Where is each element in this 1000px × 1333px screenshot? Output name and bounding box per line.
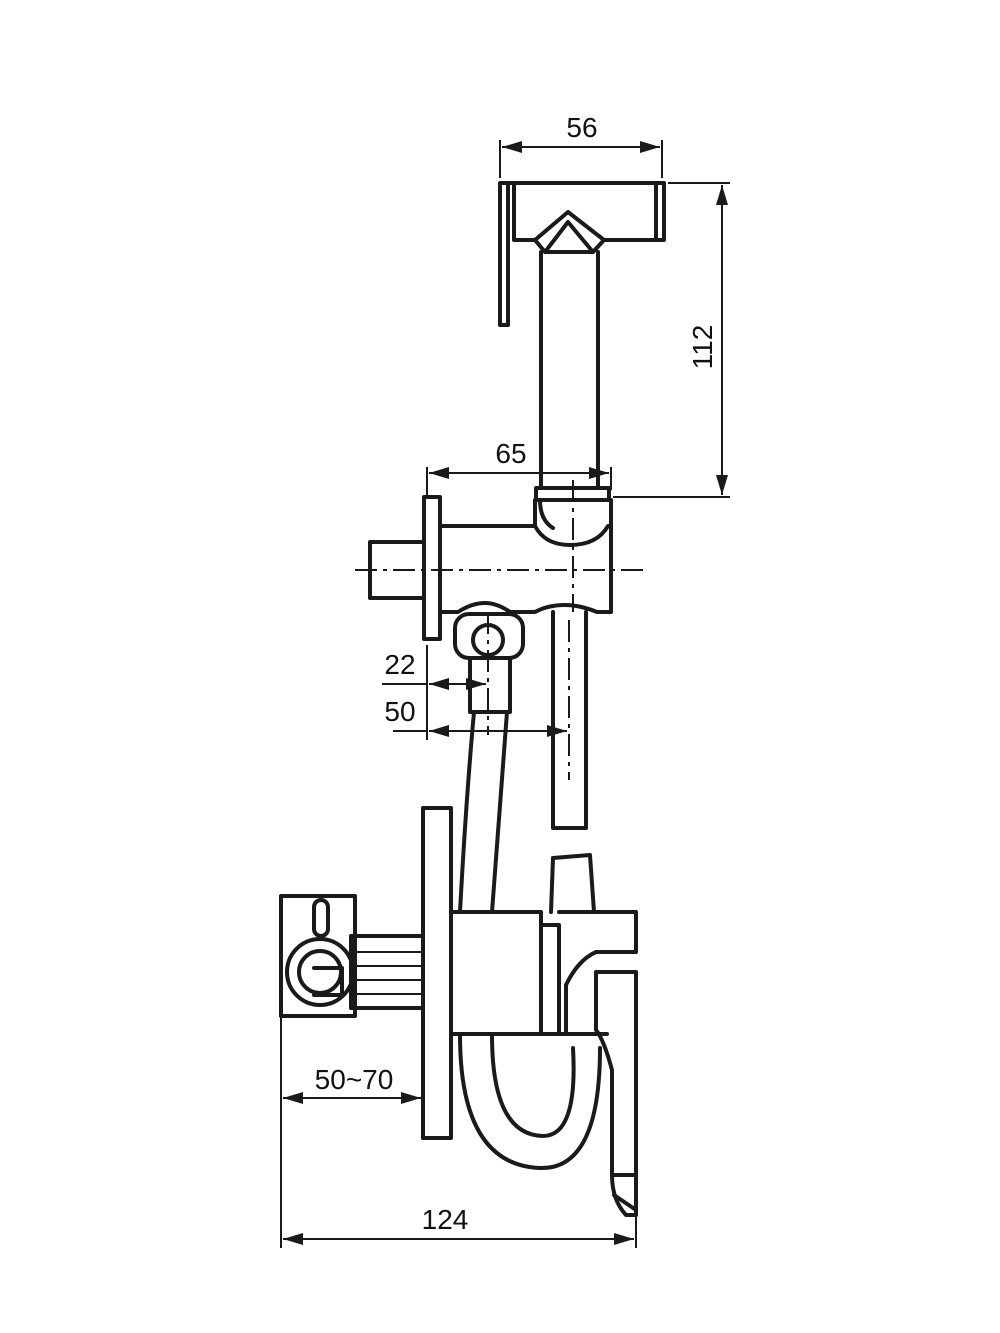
dim-inlet-offset: 22	[382, 645, 486, 740]
dim-hose-offset: 50	[384, 696, 567, 737]
label-head-width: 56	[566, 112, 597, 143]
dim-holder-depth: 65	[426, 438, 612, 497]
wall-plate	[421, 806, 453, 1140]
dim-total-depth: 124	[283, 1204, 637, 1248]
label-hose-offset: 50	[384, 696, 415, 727]
dim-wall-depth: 50~70	[280, 1016, 421, 1248]
dim-head-height: 112	[613, 182, 730, 498]
label-inlet-offset: 22	[384, 649, 415, 680]
label-total-depth: 124	[422, 1204, 469, 1235]
spray-handle	[534, 250, 611, 502]
label-wall-depth: 50~70	[315, 1064, 394, 1095]
mixer-lever	[594, 970, 638, 1217]
spray-head	[498, 181, 666, 327]
dim-head-width: 56	[499, 112, 663, 178]
flexible-hose	[458, 710, 602, 1171]
label-head-height: 112	[687, 325, 718, 370]
holder-body	[368, 495, 613, 641]
center-lines	[355, 480, 645, 780]
hose-stub	[551, 610, 588, 830]
label-holder-depth: 65	[495, 438, 526, 469]
cartridge	[279, 894, 425, 1018]
